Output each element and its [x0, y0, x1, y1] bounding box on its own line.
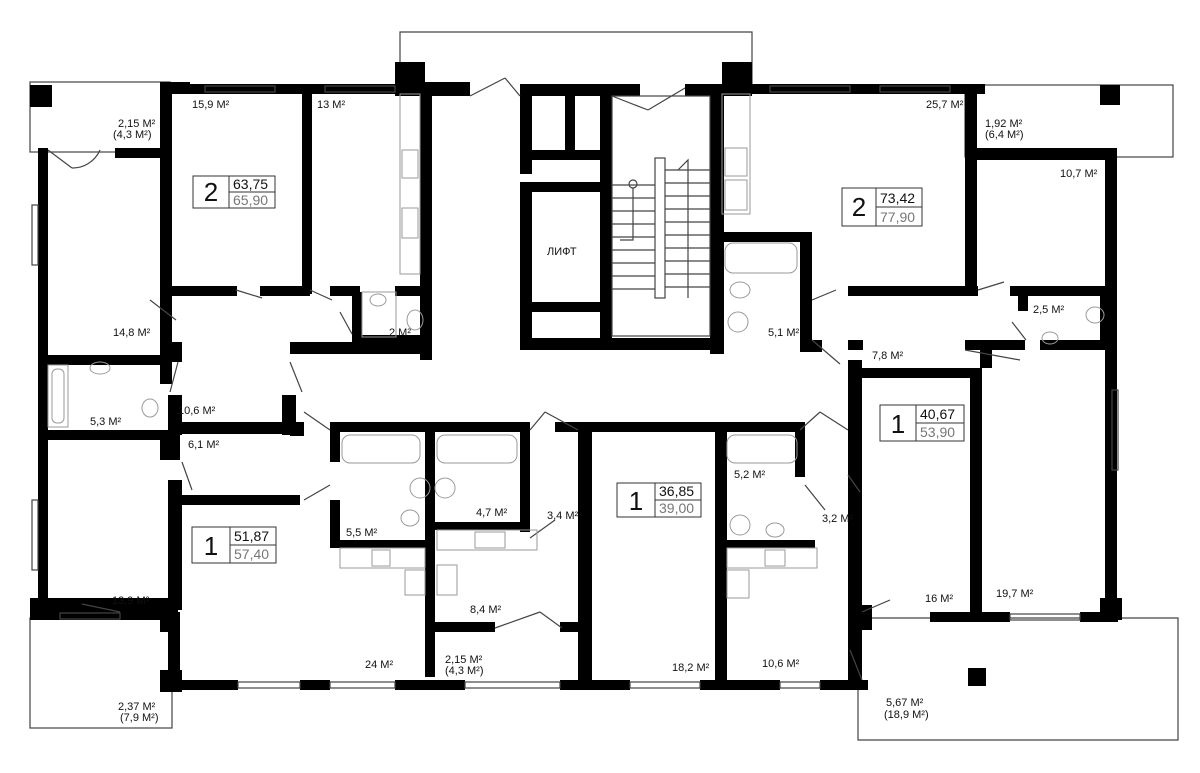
- apartment-total-area: 57,40: [234, 546, 269, 562]
- room-area: 4,7 M²: [476, 507, 508, 519]
- apartment-total-area: 39,00: [659, 500, 694, 516]
- room-area: 1,92 M²: [985, 118, 1023, 130]
- apartment-living-area: 36,85: [659, 483, 694, 499]
- fixtures: [47, 93, 1105, 599]
- room-area: 2,15 M²: [445, 654, 483, 666]
- room-labels: 2,15 M² (4,3 M²) 15,9 M² 13 M² 25,7 M² 1…: [90, 99, 1098, 724]
- apartment-living-area: 51,87: [234, 528, 269, 544]
- room-area: 18,2 M²: [672, 662, 710, 674]
- staircase: [611, 95, 711, 337]
- apartment-badge: 2 73,42 77,90: [841, 187, 923, 227]
- apartment-badge: 1 51,87 57,40: [191, 526, 277, 564]
- room-area: 5,2 M²: [734, 469, 766, 481]
- apartment-badge: 1 40,67 53,90: [879, 404, 965, 442]
- room-area: 10,6 M²: [762, 658, 800, 670]
- apartment-rooms: 1: [629, 486, 643, 516]
- lift-label: ЛИФТ: [547, 246, 577, 258]
- room-area: 16 M²: [925, 593, 953, 605]
- room-area-note: (4,3 M²): [113, 129, 152, 141]
- room-area: 2 M²: [389, 327, 411, 339]
- room-area: 2,15 M²: [118, 118, 156, 130]
- room-area: 6,1 M²: [188, 439, 220, 451]
- room-area: 19,7 M²: [996, 588, 1034, 600]
- apartment-living-area: 73,42: [880, 190, 915, 206]
- room-area-note: (7,9 M²): [120, 712, 159, 724]
- doors: [47, 77, 1027, 681]
- apartment-rooms: 2: [204, 177, 218, 207]
- apartment-living-area: 63,75: [233, 176, 268, 192]
- room-area: 3,4 M²: [547, 510, 579, 522]
- room-area: 2,5 M²: [1033, 304, 1065, 316]
- apartment-rooms: 1: [891, 409, 905, 439]
- apartment-badge: 1 36,85 39,00: [616, 482, 702, 518]
- room-area: 14,8 M²: [113, 327, 151, 339]
- apartment-total-area: 53,90: [920, 424, 955, 440]
- room-area: 7,8 M²: [872, 350, 904, 362]
- apartment-total-area: 65,90: [233, 192, 268, 208]
- room-area: 3,2 M²: [822, 513, 854, 525]
- windows: [31, 85, 1119, 689]
- room-area: 5,1 M²: [768, 327, 800, 339]
- room-area: 10,7 M²: [1060, 168, 1098, 180]
- room-area: 8,4 M²: [470, 604, 502, 616]
- room-area: 15,9 M²: [192, 99, 230, 111]
- room-area-note: (6,4 M²): [985, 129, 1024, 141]
- room-area: 5,67 M²: [886, 697, 924, 709]
- room-area: 5,5 M²: [346, 527, 378, 539]
- room-area: 25,7 M²: [926, 99, 964, 111]
- room-area-note: (18,9 M²): [884, 709, 929, 721]
- room-area: 24 M²: [365, 659, 393, 671]
- apartment-rooms: 1: [204, 531, 218, 561]
- room-area: 10,6 M²: [178, 405, 216, 417]
- room-area: 13,9 M²: [112, 595, 150, 607]
- room-area: 5,3 M²: [90, 416, 122, 428]
- apartment-badge: 2 63,75 65,90: [192, 175, 276, 209]
- room-area: 2,37 M²: [118, 701, 156, 713]
- room-area-note: (4,3 M²): [445, 665, 484, 677]
- walls: [30, 62, 1122, 692]
- apartment-living-area: 40,67: [920, 406, 955, 422]
- room-area: 13 M²: [317, 99, 345, 111]
- apartment-total-area: 77,90: [880, 209, 915, 225]
- apartment-rooms: 2: [852, 192, 866, 222]
